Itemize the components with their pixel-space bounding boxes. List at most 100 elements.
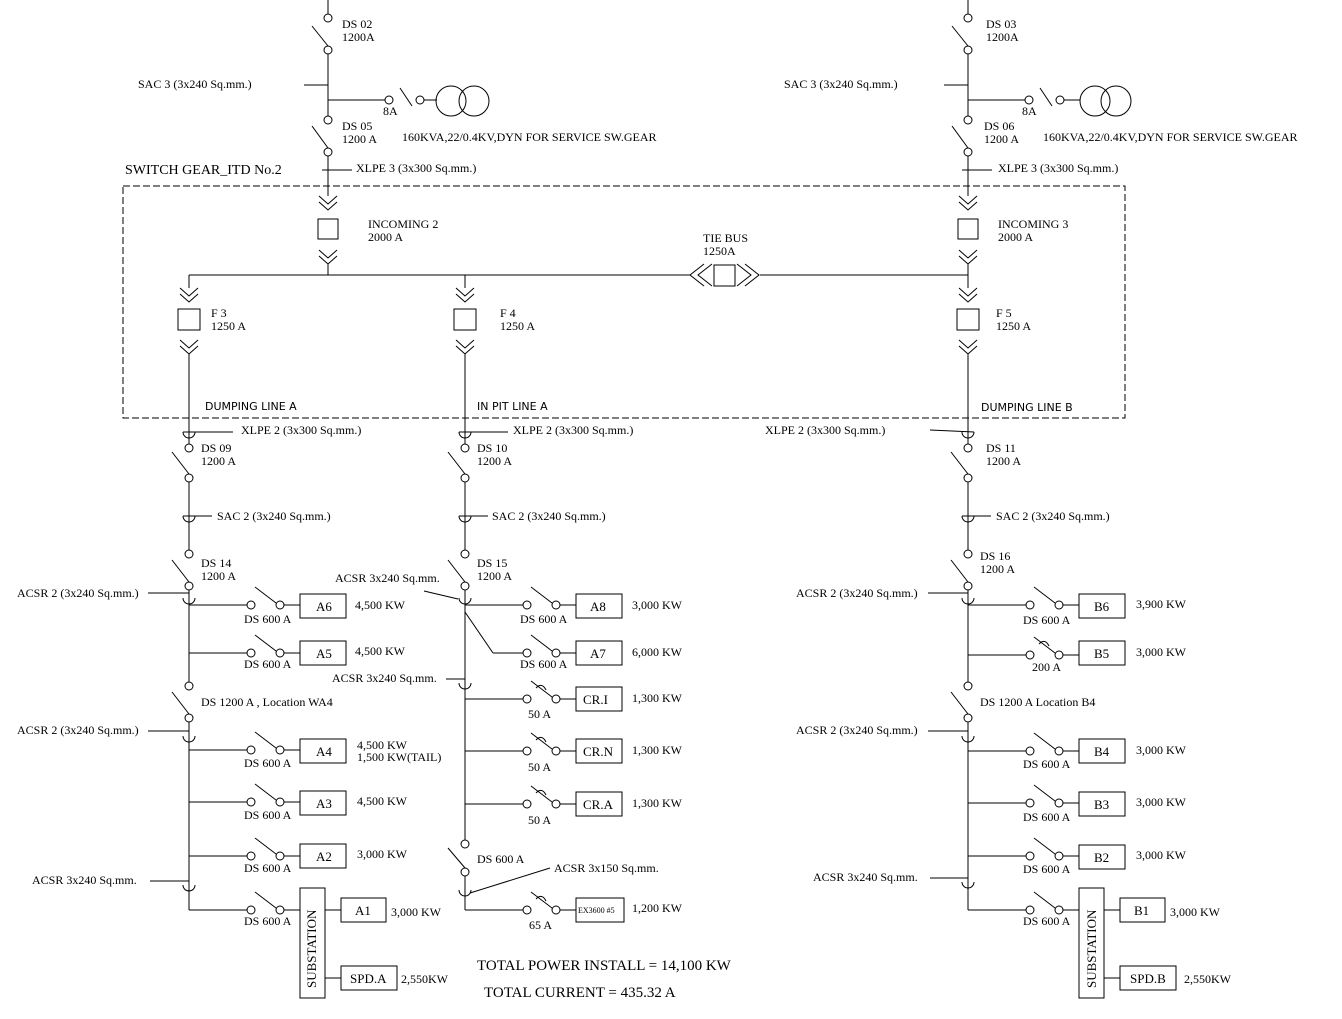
sac3-right-label: SAC 3 (3x240 Sq.mm.) [784, 77, 898, 91]
col-c-ds600-b1: DS 600 A [1023, 914, 1071, 928]
load-a1-name: A1 [355, 903, 371, 918]
dumping-line-b-label: DUMPING LINE B [981, 401, 1073, 414]
col-c-branch-b4 [968, 732, 1126, 764]
xlpe3-right-label: XLPE 3 (3x300 Sq.mm.) [998, 161, 1118, 175]
col-b-branch-cr-a [465, 785, 623, 817]
sac3-left-label: SAC 3 (3x240 Sq.mm.) [138, 77, 252, 91]
load-a8-power: 3,000 KW [632, 598, 683, 612]
load-a2-power: 3,000 KW [357, 847, 408, 861]
col-a-branch-a3 [189, 783, 347, 816]
col-a-ds600-a3: DS 600 A [244, 808, 292, 822]
col-a-ds600-a4: DS 600 A [244, 756, 292, 770]
load-a4-power-tail: 1,500 KW(TAIL) [357, 750, 441, 764]
col-b-ds600-a7: DS 600 A [520, 657, 568, 671]
ds16-rating: 1200 A [980, 562, 1015, 576]
f3-breaker [177, 275, 201, 440]
col-c-ds600-b4: DS 600 A [1023, 757, 1071, 771]
col-a-acsr2-label: ACSR 2 (3x240 Sq.mm.) [17, 723, 139, 737]
cr-i-power: 1,300 KW [632, 691, 683, 705]
col-b-acsr1-label: ACSR 3x240 Sq.mm. [335, 571, 440, 585]
load-a2-name: A2 [316, 849, 332, 864]
spd-a-power: 2,550KW [401, 972, 449, 986]
cr-a-fuse: 50 A [528, 813, 551, 827]
spd-a-name: SPD.A [350, 971, 387, 986]
load-a6-power: 4,500 KW [355, 598, 406, 612]
col-c-acsr2-label: ACSR 2 (3x240 Sq.mm.) [796, 723, 918, 737]
col-a-acsr3-label: ACSR 3x240 Sq.mm. [32, 873, 137, 887]
ds05-name: DS 05 [342, 119, 372, 133]
load-a5-name: A5 [316, 646, 332, 661]
col-a-branch-a5 [189, 634, 347, 666]
f3-name: F 3 [211, 306, 227, 320]
fuse-8a-right: 8A [1022, 104, 1037, 118]
f4-rating: 1250 A [500, 319, 535, 333]
cr-i-fuse: 50 A [528, 707, 551, 721]
col-b-branch-a8 [465, 586, 623, 619]
ds06-name: DS 06 [984, 119, 1014, 133]
incoming3-rating: 2000 A [998, 230, 1033, 244]
load-a8-name: A8 [590, 599, 606, 614]
load-b5-power: 3,000 KW [1136, 645, 1187, 659]
load-a4-power: 4,500 KW [357, 738, 408, 752]
col-c-branch-b3 [968, 784, 1126, 817]
cr-n-fuse: 50 A [528, 760, 551, 774]
col-b-branch-cr-i [465, 680, 623, 712]
col-c-branch-b5 [968, 636, 1126, 666]
col-c-ds600-b2: DS 600 A [1023, 862, 1071, 876]
ex3600-power: 1,200 KW [632, 901, 683, 915]
col-a-ds-location-label: DS 1200 A , Location WA4 [201, 695, 333, 709]
column-c-wiring [928, 429, 991, 910]
f5-name: F 5 [996, 306, 1012, 320]
f5-breaker [956, 275, 980, 440]
col-b-branch-ex3600 [465, 891, 625, 923]
ds06-rating: 1200 A [984, 132, 1019, 146]
transformer-left-label: 160KVA,22/0.4KV,DYN FOR SERVICE SW.GEAR [402, 130, 657, 144]
col-b-acsr3-label: ACSR 3x150 Sq.mm. [554, 861, 659, 875]
ds11-name: DS 11 [986, 441, 1016, 455]
cr-n-name: CR.N [583, 744, 614, 759]
xlpe3-left-label: XLPE 3 (3x300 Sq.mm.) [356, 161, 476, 175]
col-b-ds600-bottom: DS 600 A [477, 852, 525, 866]
col-a-branch-a2 [189, 837, 347, 869]
incoming2-name: INCOMING 2 [368, 217, 438, 231]
ds05-rating: 1200 A [342, 132, 377, 146]
load-b5-name: B5 [1094, 646, 1109, 661]
transformer-right-label: 160KVA,22/0.4KV,DYN FOR SERVICE SW.GEAR [1043, 130, 1298, 144]
load-a6-name: A6 [316, 599, 332, 614]
cr-a-name: CR.A [583, 797, 614, 812]
f3-rating: 1250 A [211, 319, 246, 333]
cr-a-power: 1,300 KW [632, 796, 683, 810]
col-c-sac-label: SAC 2 (3x240 Sq.mm.) [996, 509, 1110, 523]
col-c-ds600-b3: DS 600 A [1023, 810, 1071, 824]
column-b-wiring [423, 431, 551, 910]
spd-b-name: SPD.B [1130, 971, 1166, 986]
col-c-xlpe-label: XLPE 2 (3x300 Sq.mm.) [765, 423, 885, 437]
cr-n-power: 1,300 KW [632, 743, 683, 757]
f4-name: F 4 [500, 306, 516, 320]
col-b-branch-cr-n [465, 732, 623, 764]
col-b-acsr2-label: ACSR 3x240 Sq.mm. [332, 671, 437, 685]
switchgear-title: SWITCH GEAR_ITD No.2 [125, 163, 282, 178]
col-a-ds600-a6: DS 600 A [244, 612, 292, 626]
dumping-line-a-label: DUMPING LINE A [205, 400, 297, 413]
ex3600-name: EX3600 #5 [578, 906, 615, 915]
col-a-sac-label: SAC 2 (3x240 Sq.mm.) [217, 509, 331, 523]
load-a7-name: A7 [590, 646, 606, 661]
ds10-rating: 1200 A [477, 454, 512, 468]
col-b-branch-a7 [493, 634, 623, 666]
spd-b-power: 2,550KW [1184, 972, 1232, 986]
load-b4-name: B4 [1094, 744, 1110, 759]
load-b2-power: 3,000 KW [1136, 848, 1187, 862]
col-a-acsr1-label: ACSR 2 (3x240 Sq.mm.) [17, 586, 139, 600]
col-a-branch-a6 [189, 586, 347, 619]
col-c-ds600-b6: DS 600 A [1023, 613, 1071, 627]
col-a-ds600-a2: DS 600 A [244, 861, 292, 875]
load-b4-power: 3,000 KW [1136, 743, 1187, 757]
load-b1-name: B1 [1134, 903, 1149, 918]
ds14-name: DS 14 [201, 556, 231, 570]
col-c-branch-b2 [968, 837, 1126, 870]
ds11-rating: 1200 A [986, 454, 1021, 468]
load-b3-name: B3 [1094, 797, 1109, 812]
col-c-acsr1-label: ACSR 2 (3x240 Sq.mm.) [796, 586, 918, 600]
load-a5-power: 4,500 KW [355, 644, 406, 658]
